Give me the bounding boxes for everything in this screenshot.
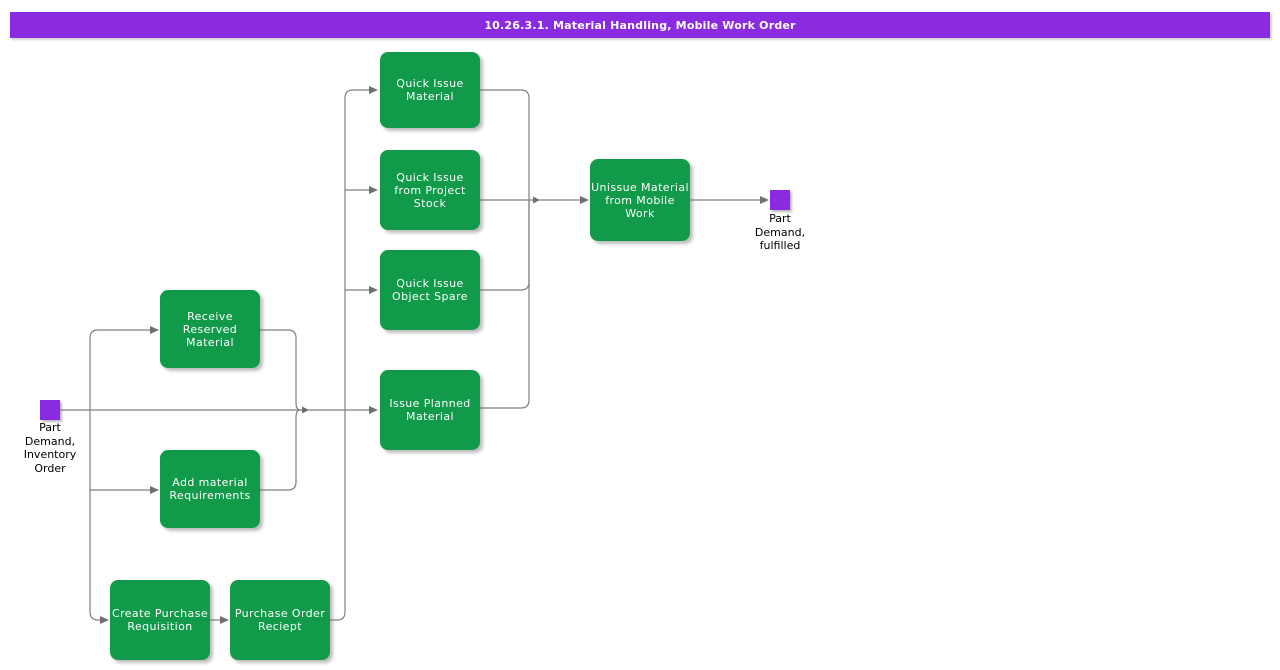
junction-arrowhead [533,196,540,204]
task-label: Quick Issue from Project Stock [394,170,466,210]
diagram-title-bar: 10.26.3.1. Material Handling, Mobile Wor… [10,12,1270,38]
task-label: Quick Issue Material [396,77,464,103]
task-quick-issue-from-project-stock[interactable]: Quick Issue from Project Stock [380,150,480,230]
task-unissue-material-from-mobile-work[interactable]: Unissue Material from Mobile Work [590,159,690,241]
connector-qim-to-collector [480,89,530,200]
task-label: Purchase Order Reciept [234,607,326,633]
arrowhead [369,286,378,294]
connector-ipm-to-collector [480,200,530,409]
arrowhead [369,406,378,414]
start-event-node[interactable] [40,400,60,420]
task-label: Create Purchase Requisition [112,607,208,633]
arrowhead [150,326,159,334]
task-label: Unissue Material from Mobile Work [591,180,689,220]
task-quick-issue-object-spare[interactable]: Quick Issue Object Spare [380,250,480,330]
task-label: Receive Reserved Material [182,309,238,349]
end-event-node[interactable] [770,190,790,210]
arrowhead [150,486,159,494]
junction-arrowhead [302,406,309,414]
connector-trunk [330,89,369,621]
arrowhead [100,616,109,624]
task-label: Issue Planned Material [389,397,471,423]
arrowhead [580,196,589,204]
end-event-label: Part Demand, fulfilled [754,212,806,252]
task-label: Add material Requirements [169,476,251,502]
task-issue-planned-material[interactable]: Issue Planned Material [380,370,480,450]
arrowhead [369,86,378,94]
diagram-title: 10.26.3.1. Material Handling, Mobile Wor… [484,18,796,32]
arrowhead [220,616,229,624]
connector-add-material-merge [260,409,301,491]
task-create-purchase-requisition[interactable]: Create Purchase Requisition [110,580,210,660]
task-purchase-order-reciept[interactable]: Purchase Order Reciept [230,580,330,660]
task-label: Quick Issue Object Spare [392,277,468,303]
task-receive-reserved-material[interactable]: Receive Reserved Material [160,290,260,368]
connector-branch-to-receive-reserved [89,329,150,410]
connector-receive-merge [260,329,301,411]
arrowhead [369,186,378,194]
connector-qios-to-collector [480,200,530,291]
start-event-label: Part Demand, Inventory Order [23,421,77,475]
task-quick-issue-material[interactable]: Quick Issue Material [380,52,480,128]
connector-branch-to-create-purchase [89,410,100,621]
task-add-material-requirements[interactable]: Add material Requirements [160,450,260,528]
arrowhead [760,196,769,204]
